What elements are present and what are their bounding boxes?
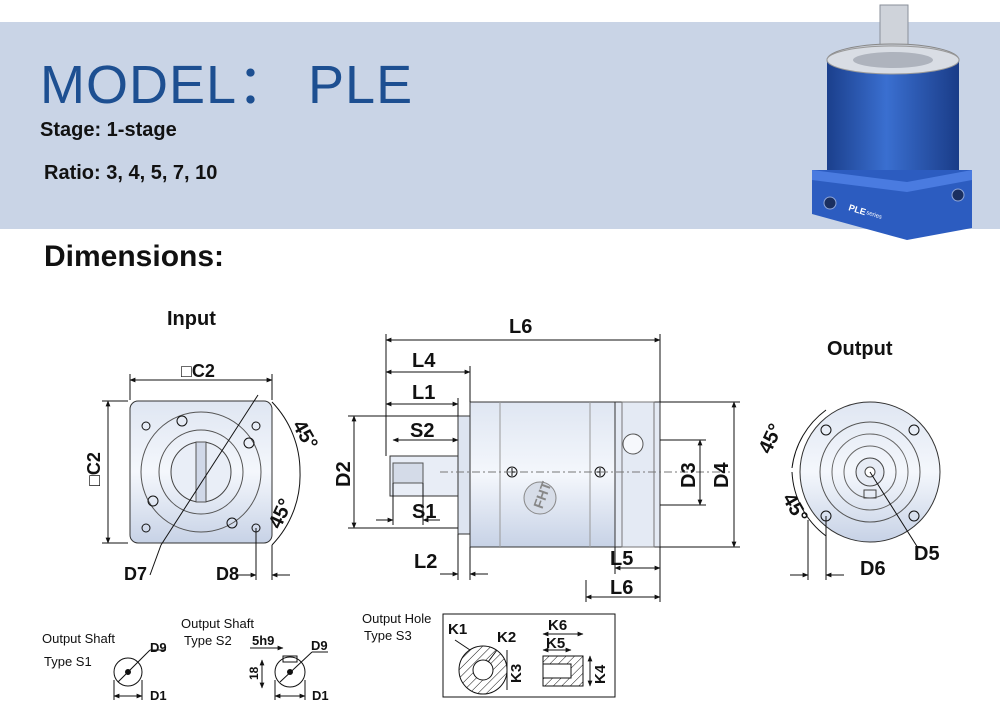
output-view bbox=[790, 401, 941, 580]
label-c2-top: □C2 bbox=[181, 361, 215, 381]
label-d2: D2 bbox=[333, 461, 355, 487]
output-view-title: Output bbox=[827, 338, 893, 360]
shaft-type-labels: D9 D1 5h9 18 D9 D1 K1 K2 K3 K4 K5 K6 bbox=[150, 617, 609, 703]
shaft-type-s1 bbox=[113, 649, 166, 700]
label-out-angle-1: 45° bbox=[755, 420, 788, 457]
label-k2: K2 bbox=[497, 629, 516, 646]
label-d6: D6 bbox=[860, 558, 886, 580]
label-l6-top: L6 bbox=[509, 316, 532, 338]
label-d5: D5 bbox=[914, 543, 940, 565]
label-s2-d1: D1 bbox=[312, 688, 329, 703]
label-d7: D7 bbox=[124, 564, 147, 584]
label-k4: K4 bbox=[592, 664, 609, 684]
label-angle-1: 45° bbox=[288, 417, 322, 454]
label-l2: L2 bbox=[414, 551, 437, 573]
dimensions-heading: Dimensions: bbox=[44, 240, 225, 273]
label-s2-key: 5h9 bbox=[252, 633, 274, 648]
shaft-type-s3 bbox=[442, 613, 616, 698]
label-s2-height: 18 bbox=[247, 666, 261, 680]
label-s1-d9: D9 bbox=[150, 640, 167, 655]
label-k5: K5 bbox=[546, 635, 565, 652]
label-s1-d1: D1 bbox=[150, 688, 167, 703]
label-c2-side: □C2 bbox=[84, 452, 104, 486]
svg-text:series: series bbox=[865, 210, 882, 221]
shaft-type-s2 bbox=[250, 645, 328, 700]
label-l6-bottom: L6 bbox=[610, 577, 633, 599]
s3-type: Type S3 bbox=[364, 628, 412, 643]
ratio-text: Ratio: 3, 4, 5, 7, 10 bbox=[44, 162, 218, 184]
label-d8: D8 bbox=[216, 564, 239, 584]
s2-title: Output Shaft bbox=[181, 616, 254, 631]
side-view: FHT bbox=[348, 334, 740, 602]
label-s2: S2 bbox=[410, 420, 434, 442]
label-l5: L5 bbox=[610, 548, 633, 570]
s3-title: Output Hole bbox=[362, 611, 432, 626]
label-k6: K6 bbox=[548, 617, 567, 634]
label-s2-d9: D9 bbox=[311, 638, 328, 653]
label-d4: D4 bbox=[711, 462, 733, 488]
label-k3: K3 bbox=[508, 664, 525, 683]
label-l4: L4 bbox=[412, 350, 436, 372]
stage-text: Stage: 1-stage bbox=[40, 119, 177, 141]
gearbox-photo: PLE series bbox=[812, 4, 972, 240]
s2-type: Type S2 bbox=[184, 633, 232, 648]
label-k1: K1 bbox=[448, 621, 467, 638]
s1-type: Type S1 bbox=[44, 654, 92, 669]
s1-title: Output Shaft bbox=[42, 631, 115, 646]
label-l1: L1 bbox=[412, 382, 435, 404]
model-title: MODEL： PLE bbox=[40, 55, 414, 115]
input-view bbox=[102, 374, 301, 580]
label-s1: S1 bbox=[412, 501, 436, 523]
input-view-title: Input bbox=[167, 308, 216, 330]
label-d3: D3 bbox=[678, 462, 700, 488]
